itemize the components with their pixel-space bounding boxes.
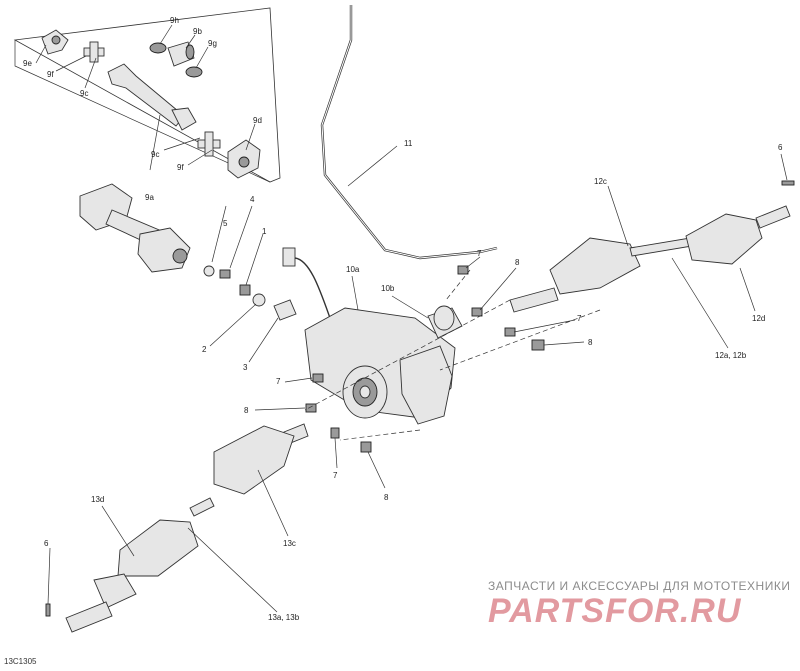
watermark-tagline: ЗАПЧАСТИ И АКСЕССУАРЫ ДЛЯ МОТОТЕХНИКИ <box>488 579 791 593</box>
callout-9d: 9d <box>253 116 262 125</box>
yoke-9d-part <box>227 139 261 179</box>
callout-5: 5 <box>223 219 228 228</box>
oring-2-part <box>252 293 266 307</box>
shaft-9c-part <box>107 63 197 131</box>
callout-9a: 9a <box>145 193 154 202</box>
align-line-3 <box>445 269 471 301</box>
left-drive-shaft-13-part <box>65 423 309 633</box>
yoke-9e-part <box>41 29 69 55</box>
pin-6-top-part <box>781 180 795 186</box>
watermark-logo: PARTSFOR.RU <box>488 592 742 630</box>
callout-6-top: 6 <box>778 143 783 152</box>
ring-9g-part <box>185 66 203 78</box>
align-line-2 <box>439 309 601 371</box>
align-line-1 <box>304 299 511 411</box>
cross-9f-top-part <box>83 41 105 63</box>
callout-13c: 13c <box>283 539 296 548</box>
front-differential-10a-part <box>304 307 456 425</box>
bolt-4-part <box>219 269 231 279</box>
leader-lines <box>35 24 788 613</box>
callout-9f-bot: 9f <box>177 163 184 172</box>
inset-frame <box>13 7 281 183</box>
fastener-group <box>305 265 545 453</box>
cable-11-part <box>320 5 498 260</box>
boot-9b-part <box>167 41 195 67</box>
callout-9g: 9g <box>208 39 217 48</box>
callout-9c-top: 9c <box>80 89 88 98</box>
callout-11: 11 <box>404 139 413 148</box>
callout-1: 1 <box>262 227 267 236</box>
callout-9h: 9h <box>170 16 179 25</box>
callout-12d: 12d <box>752 314 765 323</box>
inset-pointer <box>149 114 161 171</box>
callout-13d: 13d <box>91 495 104 504</box>
callout-9f-top: 9f <box>47 70 54 79</box>
pin-6-bot-part <box>45 603 51 617</box>
washer-5-part <box>203 265 215 277</box>
callout-4: 4 <box>250 195 255 204</box>
callout-8-b: 8 <box>588 338 593 347</box>
callout-8-d: 8 <box>384 493 389 502</box>
right-drive-shaft-12-part <box>509 205 791 313</box>
callout-12a-12b: 12a, 12b <box>715 351 747 360</box>
bushing-3-part <box>273 299 297 321</box>
callout-6-bot: 6 <box>44 539 49 548</box>
callout-8-a: 8 <box>515 258 520 267</box>
callout-9e: 9e <box>23 59 32 68</box>
actuator-10b-part <box>427 305 463 339</box>
callout-8-c: 8 <box>244 406 249 415</box>
callout-7-d: 7 <box>333 471 338 480</box>
callout-3: 3 <box>243 363 248 372</box>
figure-code: 13C1305 <box>4 657 37 666</box>
callout-10a: 10a <box>346 265 360 274</box>
callout-2: 2 <box>202 345 207 354</box>
cross-9c-bot-part <box>197 131 221 157</box>
callout-9c-bot: 9c <box>151 150 159 159</box>
callout-9b: 9b <box>193 27 202 36</box>
callout-7-a: 7 <box>477 249 482 258</box>
bolt-1-part <box>239 284 251 296</box>
callout-12c: 12c <box>594 177 607 186</box>
callout-13a-13b: 13a, 13b <box>268 613 300 622</box>
align-line-4 <box>339 429 421 441</box>
propeller-shaft-9a-part <box>79 183 191 273</box>
callout-7-b: 7 <box>577 314 582 323</box>
callout-7-c: 7 <box>276 377 281 386</box>
callout-10b: 10b <box>381 284 395 293</box>
boot-9h-part <box>149 42 167 54</box>
